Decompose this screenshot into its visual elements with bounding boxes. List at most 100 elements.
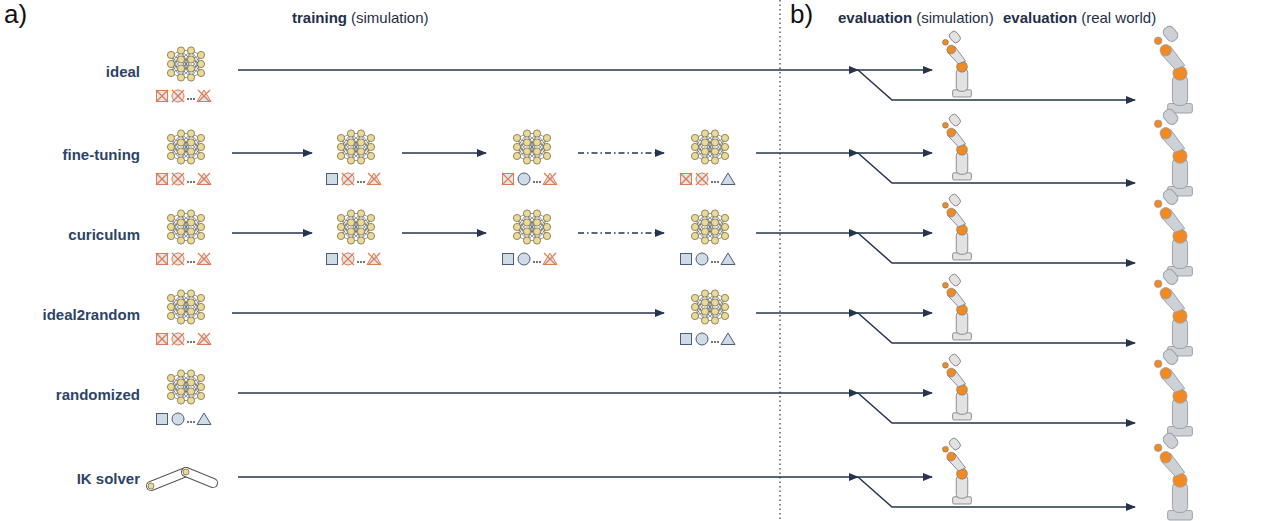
ellipsis-dot bbox=[711, 341, 713, 343]
header-label: evaluation bbox=[1003, 9, 1077, 26]
ellipsis-dot bbox=[193, 261, 195, 263]
label-text: curiculum bbox=[68, 226, 140, 243]
label-text: ideal2random bbox=[42, 306, 140, 323]
ellipsis-dot bbox=[714, 261, 716, 263]
real-robot bbox=[1154, 24, 1192, 113]
ellipsis-dot bbox=[193, 421, 195, 423]
ellipsis-dot bbox=[357, 181, 359, 183]
label-text: IK solver bbox=[77, 470, 140, 487]
shape-icon bbox=[721, 173, 735, 185]
ellipsis-dot bbox=[187, 181, 189, 183]
shape-icon bbox=[157, 414, 168, 425]
crossed-shape-icon bbox=[680, 173, 692, 185]
sim-robot bbox=[943, 193, 972, 260]
network-icon bbox=[167, 47, 204, 81]
flow-arrow bbox=[858, 153, 1135, 183]
crossed-shape-icon bbox=[367, 253, 381, 265]
label-text: evaluation bbox=[838, 9, 912, 26]
ellipsis-dot bbox=[533, 261, 535, 263]
real-robot bbox=[1154, 347, 1192, 436]
crossed-shape-icon bbox=[156, 90, 168, 102]
ellipsis-dot bbox=[187, 421, 189, 423]
sim-robot bbox=[943, 437, 972, 504]
flow-line bbox=[756, 152, 858, 154]
ellipsis-dot bbox=[714, 341, 716, 343]
crossed-shape-icon bbox=[172, 253, 184, 265]
network-icon bbox=[691, 290, 728, 324]
flow-arrow bbox=[402, 152, 486, 154]
network-icon bbox=[513, 130, 550, 164]
ellipsis-dot bbox=[187, 261, 189, 263]
network-icon bbox=[337, 210, 374, 244]
network-icon bbox=[167, 370, 204, 404]
flow-arrow bbox=[858, 152, 932, 154]
shape-icon bbox=[197, 413, 211, 425]
label-text: ideal bbox=[106, 63, 140, 80]
ellipsis-dot bbox=[360, 181, 362, 183]
crossed-shape-icon bbox=[156, 333, 168, 345]
real-robot bbox=[1154, 431, 1192, 520]
flow-arrow bbox=[858, 476, 932, 478]
row-label: ideal bbox=[106, 63, 140, 80]
shape-icon bbox=[327, 174, 338, 185]
flow-arrow bbox=[858, 312, 932, 314]
ellipsis-dot bbox=[536, 261, 538, 263]
flow-arrow bbox=[858, 313, 1135, 343]
flow-line bbox=[238, 69, 858, 71]
ellipsis-dot bbox=[714, 181, 716, 183]
network-icon bbox=[167, 210, 204, 244]
flow-arrow bbox=[858, 392, 932, 394]
sim-robot bbox=[943, 353, 972, 420]
shape-icon bbox=[681, 334, 692, 345]
flow-line bbox=[238, 392, 858, 394]
shape-icon bbox=[172, 413, 184, 425]
ellipsis-dot bbox=[190, 98, 192, 100]
ellipsis-dot bbox=[357, 261, 359, 263]
row-label: IK solver bbox=[77, 470, 140, 487]
ellipsis-dot bbox=[363, 181, 365, 183]
header-label: b) bbox=[790, 0, 813, 30]
real-robot bbox=[1154, 187, 1192, 276]
label-text: randomized bbox=[56, 386, 140, 403]
ellipsis-dot bbox=[187, 341, 189, 343]
crossed-shape-icon bbox=[156, 173, 168, 185]
shape-icon bbox=[721, 333, 735, 345]
label-text: training bbox=[292, 9, 347, 26]
crossed-shape-icon bbox=[172, 90, 184, 102]
crossed-shape-icon bbox=[696, 173, 708, 185]
label-text: (simulation) bbox=[916, 9, 994, 26]
sim-robot bbox=[943, 273, 972, 340]
network-icon bbox=[167, 290, 204, 324]
real-robot bbox=[1154, 267, 1192, 356]
real-robot bbox=[1154, 107, 1192, 196]
flow-line bbox=[238, 476, 858, 478]
crossed-shape-icon bbox=[502, 173, 514, 185]
ellipsis-dot bbox=[193, 341, 195, 343]
header-label: evaluation bbox=[838, 9, 912, 26]
label-text: b) bbox=[790, 0, 813, 29]
flow-arrow bbox=[232, 232, 312, 234]
crossed-shape-icon bbox=[197, 90, 211, 102]
ik-arm-icon bbox=[148, 469, 213, 489]
ellipsis-dot bbox=[711, 261, 713, 263]
header-label: (simulation) bbox=[351, 9, 429, 26]
header-label: training bbox=[292, 9, 347, 26]
flow-arrow bbox=[858, 233, 1135, 263]
row-label: fine-tuning bbox=[63, 146, 140, 163]
ellipsis-dot bbox=[539, 181, 541, 183]
shape-icon bbox=[721, 253, 735, 265]
header-label: a) bbox=[4, 0, 27, 30]
flow-arrow bbox=[578, 152, 664, 154]
flow-arrow bbox=[858, 232, 932, 234]
ellipsis-dot bbox=[190, 421, 192, 423]
flow-line bbox=[756, 312, 858, 314]
flow-arrow bbox=[232, 152, 312, 154]
divider-line bbox=[779, 0, 780, 521]
crossed-shape-icon bbox=[342, 173, 354, 185]
network-icon bbox=[337, 130, 374, 164]
ellipsis-dot bbox=[187, 98, 189, 100]
shape-icon bbox=[681, 254, 692, 265]
sim-robot bbox=[943, 30, 972, 97]
